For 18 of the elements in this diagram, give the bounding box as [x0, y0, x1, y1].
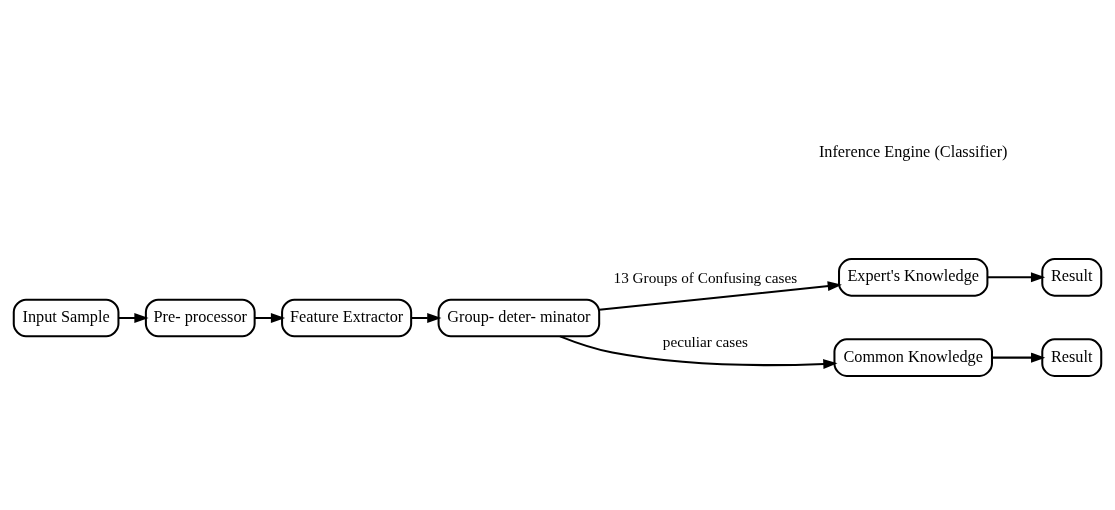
arrow	[987, 271, 1046, 282]
node-box: Group- deter- minator	[437, 298, 601, 337]
arrow	[118, 312, 149, 323]
node-box: Result	[1041, 337, 1103, 377]
arrow	[599, 280, 842, 311]
node-box: Input Sample	[12, 298, 120, 337]
arrow	[559, 334, 838, 369]
arrow	[255, 312, 286, 323]
node-box: Pre- processor	[144, 298, 256, 337]
edge-label: 13 Groups of Confusing cases	[613, 268, 798, 286]
label: Inference Engine (Classifier)	[818, 142, 1008, 161]
node-box: Common Knowledge	[833, 337, 993, 377]
node-box: Result	[1041, 257, 1103, 297]
arrow	[992, 352, 1046, 363]
arrow	[411, 312, 442, 323]
node-box: Feature Extractor	[281, 298, 413, 337]
node-box: Expert's Knowledge	[838, 257, 989, 297]
edge-label: peculiar cases	[662, 332, 748, 350]
